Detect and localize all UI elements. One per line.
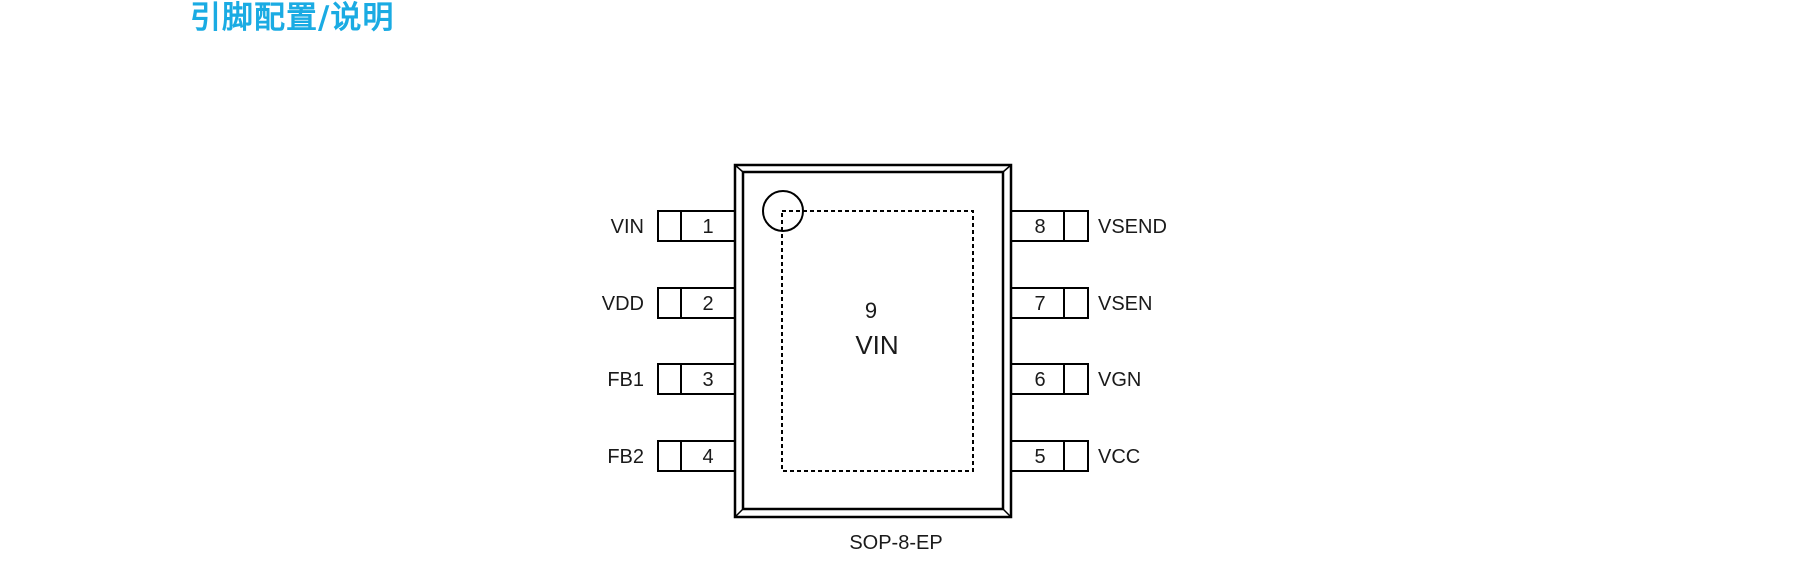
pin-lead xyxy=(657,440,736,472)
exposed-pad-label: VIN xyxy=(855,330,898,360)
left-pins: 1 VIN 2 VDD 3 FB1 4 FB2 xyxy=(602,210,736,472)
pin-1: 1 VIN xyxy=(611,210,736,242)
page-title: 引脚配置/说明 xyxy=(190,0,395,36)
pin-number: 8 xyxy=(1034,216,1045,238)
pin-5: 5 VCC xyxy=(1010,440,1140,472)
bevel-tr xyxy=(1002,164,1012,173)
pin-label: VGN xyxy=(1098,369,1141,391)
exposed-pad-number: 9 xyxy=(865,298,877,323)
pin-3: 3 FB1 xyxy=(607,363,736,395)
pin-label: VSEN xyxy=(1098,293,1152,315)
chip-inner-outline xyxy=(741,170,1005,511)
pin-2: 2 VDD xyxy=(602,287,736,319)
pin-lead xyxy=(657,210,736,242)
pin-number: 5 xyxy=(1034,446,1045,468)
pin-number: 1 xyxy=(702,216,713,238)
pin-lead xyxy=(1010,363,1089,395)
pin-7: 7 VSEN xyxy=(1010,287,1152,319)
pin-lead xyxy=(1010,210,1089,242)
chip-outer-outline xyxy=(733,163,1013,519)
bevel-tl xyxy=(734,164,744,173)
pin-label: VIN xyxy=(611,216,644,238)
package-name: SOP-8-EP xyxy=(849,532,942,554)
pin-number: 6 xyxy=(1034,369,1045,391)
pin-number: 2 xyxy=(702,293,713,315)
pin1-marker-icon xyxy=(762,190,804,232)
pin-number: 7 xyxy=(1034,293,1045,315)
pin-label: VDD xyxy=(602,293,644,315)
pin-lead xyxy=(1010,440,1089,472)
pin-lead xyxy=(1010,287,1089,319)
pin-number: 4 xyxy=(702,446,713,468)
pin-label: FB1 xyxy=(607,369,644,391)
bevel-br xyxy=(1002,508,1012,518)
pin-lead xyxy=(657,287,736,319)
pin-8: 8 VSEND xyxy=(1010,210,1167,242)
exposed-pad-outline xyxy=(781,210,974,472)
pin-4: 4 FB2 xyxy=(607,440,736,472)
pin-label: VCC xyxy=(1098,446,1140,468)
bevel-bl xyxy=(734,508,744,518)
pin-label: VSEND xyxy=(1098,216,1167,238)
chip-body xyxy=(733,163,1013,519)
right-pins: 8 VSEND 7 VSEN 6 VGN 5 VCC xyxy=(1010,210,1167,472)
pin-6: 6 VGN xyxy=(1010,363,1141,395)
pin-number: 3 xyxy=(702,369,713,391)
pin-lead xyxy=(657,363,736,395)
pin-label: FB2 xyxy=(607,446,644,468)
